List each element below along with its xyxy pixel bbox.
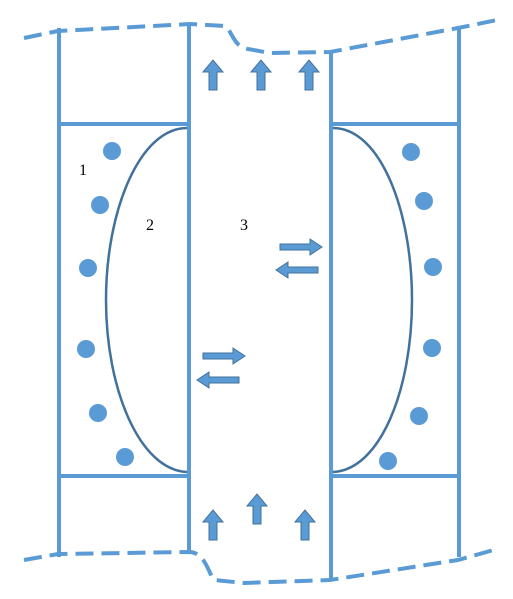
dot [415,192,433,210]
dot [77,340,95,358]
left-dots [77,142,134,466]
dot [89,404,107,422]
bottom-dashed-boundary [23,547,498,586]
region-label-2: 2 [146,217,154,234]
region-label-1: 1 [79,162,87,179]
double-arrow-icon [275,238,323,279]
dot [410,407,428,425]
dot [402,143,420,161]
left-arrow-icon [196,371,240,389]
dot [424,258,442,276]
dot [79,259,97,277]
arrow-up-icon [202,59,224,91]
dot [379,452,397,470]
right-arrow-icon [202,347,246,365]
top-flow-arrows [202,59,320,91]
dot [423,339,441,357]
left-half-ellipse [104,126,188,474]
right-arrow-icon [279,238,323,256]
right-compartment [329,122,461,478]
arrow-up-icon [294,509,316,541]
right-dots [379,143,442,470]
dot [103,142,121,160]
double-arrow-icon [196,347,246,389]
left-compartment [57,122,191,478]
arrow-up-icon [298,59,320,91]
arrow-up-icon [246,493,268,525]
bottom-flow-arrows [202,493,316,541]
right-half-ellipse [332,126,414,474]
left-arrow-icon [275,261,319,279]
dot [116,448,134,466]
dot [91,196,109,214]
region-label-3: 3 [240,217,248,234]
arrow-up-icon [202,509,224,541]
top-dashed-boundary [23,18,498,56]
arrow-up-icon [250,59,272,91]
